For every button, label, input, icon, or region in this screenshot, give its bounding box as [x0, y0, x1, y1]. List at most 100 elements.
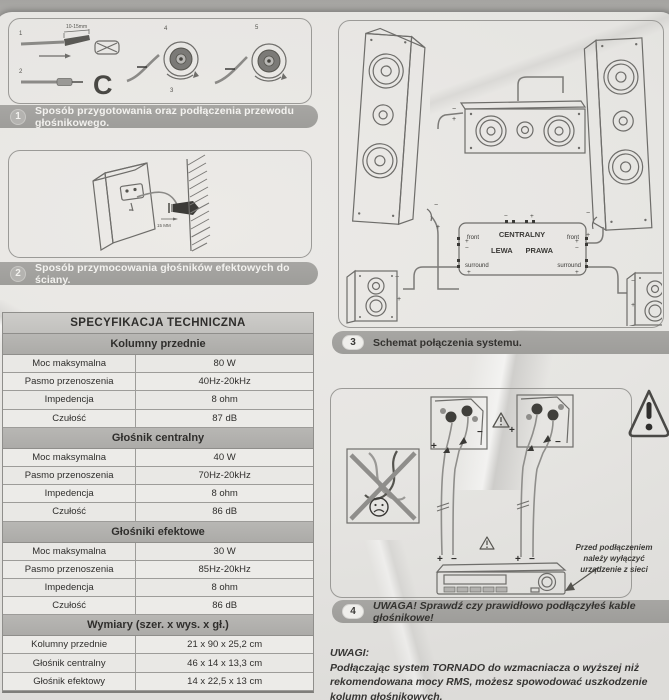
section-number-badge: 4: [342, 604, 364, 619]
svg-text:−: −: [575, 245, 579, 252]
wall-mount-figure-box: 15 MM: [8, 150, 312, 258]
surround-label-right: surround: [557, 263, 581, 269]
spec-section-header: Wymiary (szer. x wys. x gł.): [3, 615, 313, 637]
section-number-badge: 3: [342, 335, 364, 350]
svg-text:+: +: [436, 224, 440, 231]
note-arrow: [565, 566, 600, 591]
section-banner-3: 3 Schemat połączenia systemu.: [332, 331, 669, 354]
footer-notes: UWAGI: Podłączając system TORNADO do wzm…: [330, 646, 666, 700]
center-channel-label: CENTRALNY: [499, 230, 545, 239]
svg-text:+: +: [452, 116, 456, 123]
section-banner-4: 4 UWAGA! Sprawdź czy prawidłowo podłączy…: [332, 599, 669, 624]
section-banner-2: 2 Sposób przymocowania głośników efektow…: [0, 261, 318, 286]
screw-and-wall: 15 MM: [157, 154, 211, 252]
binding-post-open: 4 3: [126, 26, 199, 94]
tower-speaker-right: [583, 37, 653, 232]
svg-text:+: +: [586, 232, 590, 239]
warning-triangle-icon: [492, 412, 510, 428]
svg-text:+: +: [431, 441, 437, 452]
section-title: Schemat połączenia systemu.: [373, 336, 522, 349]
svg-text:+: +: [631, 302, 635, 309]
right-channel-label: PRAWA: [525, 246, 553, 255]
svg-text:−: −: [504, 213, 508, 220]
exclamation-warning-icon: [628, 389, 669, 438]
amp-terminal-sign: −: [451, 554, 457, 565]
front-label-right: front: [567, 235, 579, 241]
step-number: 2: [19, 69, 23, 75]
twist-symbol: C: [93, 70, 113, 100]
system-connection-figure-box: − + − + − + − + −: [338, 20, 664, 328]
front-label-left: front: [467, 235, 479, 241]
section-number-badge: 2: [10, 265, 26, 282]
effect-speaker-drawing: [92, 162, 156, 251]
spec-section-header: Głośnik centralny: [3, 427, 313, 449]
svg-text:+: +: [509, 425, 515, 436]
wire-preparation-figure-box: 1 10-15mm 2 C 4: [8, 18, 312, 104]
amp-terminal-sign: +: [437, 554, 443, 565]
section-title: Sposób przymocowania głośników efektowyc…: [35, 261, 290, 286]
left-channel-label: LEWA: [491, 246, 513, 255]
center-speaker: − +: [452, 100, 587, 154]
arrow-right-icon: [65, 53, 71, 59]
step-number: 1: [19, 31, 23, 37]
section-title: Sposób przygotowania oraz podłączenia pr…: [35, 104, 294, 129]
speaker-wires: [403, 76, 627, 294]
surround-speaker-right: [626, 271, 662, 326]
svg-text:+: +: [575, 238, 579, 245]
warning-triangle-icon: [479, 536, 495, 550]
amp-terminal-sign: −: [529, 554, 535, 565]
section-title: UWAGA! Sprawdź czy prawidłowo podłączyłe…: [373, 599, 636, 624]
svg-text:−: −: [434, 202, 438, 209]
spec-section-header: Kolumny przednie: [3, 334, 313, 355]
wire-ferrule: [56, 78, 73, 86]
connection-check-diagram: − + +: [346, 394, 600, 595]
svg-text:+: +: [465, 238, 469, 245]
svg-text:−: −: [631, 278, 635, 285]
footer-notes-title: UWAGI:: [330, 647, 370, 659]
svg-text:−: −: [586, 210, 590, 217]
svg-text:+: +: [397, 296, 401, 303]
binding-post-closed: 5: [214, 25, 287, 85]
wire-preparation-diagram: 1 10-15mm 2 C 4: [19, 24, 287, 100]
connection-check-figure-box: − + +: [330, 388, 632, 598]
spec-section-header: Głośniki efektowe: [3, 521, 313, 543]
surround-label-left: surround: [465, 263, 489, 269]
svg-text:−: −: [477, 427, 483, 438]
svg-text:3: 3: [170, 88, 174, 94]
screw-depth-label: 15 MM: [157, 223, 171, 228]
tower-speaker-left: [352, 27, 426, 226]
svg-text:−: −: [555, 437, 561, 448]
svg-text:+: +: [530, 213, 534, 220]
stripped-wire-end: [64, 35, 90, 46]
svg-text:+: +: [575, 269, 579, 276]
hanging-wire: [136, 191, 179, 210]
surround-speaker-left: [346, 269, 398, 324]
wall-mount-diagram: 15 MM: [92, 154, 211, 252]
terminal-closeup-left: − +: [430, 396, 488, 556]
svg-text:4: 4: [164, 26, 168, 32]
svg-text:−: −: [452, 106, 456, 113]
amplifier-terminal-panel: − + CENTRALNY front front + − + − LEWA P…: [457, 213, 588, 276]
amp-terminal-sign: +: [515, 554, 521, 565]
terminal-closeup-right: + −: [509, 394, 574, 558]
amplifier-drawing: + − + −: [435, 554, 567, 595]
polarity-marks: − + − + − + − +: [395, 202, 635, 309]
svg-text:−: −: [465, 245, 469, 252]
frown-face-icon: [369, 497, 389, 517]
wrong-wiring-icon: [346, 448, 420, 524]
section-number-badge: 1: [10, 108, 26, 125]
technical-specification-table: SPECYFIKACJA TECHNICZNA Kolumny przednie…: [2, 312, 314, 693]
